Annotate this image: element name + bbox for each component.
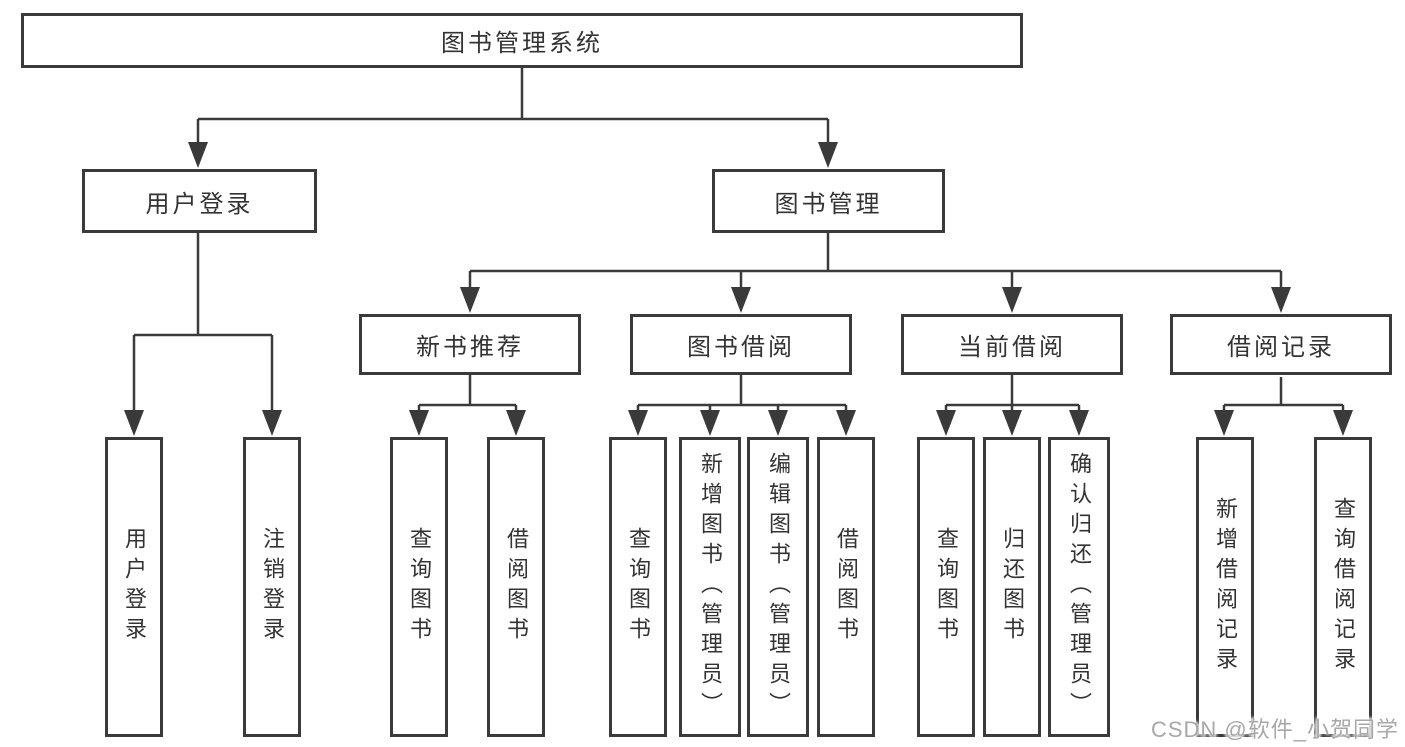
leaf-label: 查询图书 [934,527,959,647]
node-label: 图书管理系统 [441,30,603,57]
connector-user-login-to-leaves [132,233,274,414]
leaf-query-books-current: 查询图书 [917,437,975,737]
node-new-book-recommendation: 新书推荐 [359,314,581,375]
node-label: 图书借阅 [687,334,795,361]
leaf-label: 新增借阅记录 [1213,497,1238,677]
leaf-label: 注销登录 [260,527,285,647]
connector-borrow-to-leaves [636,375,848,416]
leaf-add-borrow-record: 新增借阅记录 [1196,437,1254,737]
node-label: 新书推荐 [416,334,524,361]
leaf-label: 借阅图书 [504,527,529,647]
leaf-query-borrow-record: 查询借阅记录 [1314,437,1372,737]
node-user-login: 用户登录 [82,169,317,233]
node-label: 借阅记录 [1227,334,1335,361]
connector-current-to-leaves [944,375,1081,416]
leaf-user-login: 用户登录 [105,437,163,737]
connector-root-to-level2 [196,68,830,147]
arrowheads [124,142,1353,436]
leaf-label: 归还图书 [1000,527,1025,647]
leaf-label: 确认归还（管理员） [1067,452,1092,722]
connector-records-to-leaves [1222,377,1345,416]
leaf-label: 新增图书（管理员） [698,452,723,722]
leaf-add-books-admin: 新增图书（管理员） [679,437,741,737]
node-label: 用户登录 [145,190,254,218]
leaf-query-books-borrow: 查询图书 [609,437,667,737]
leaf-label: 借阅图书 [834,527,859,647]
leaf-query-books-recommend: 查询图书 [390,437,448,737]
leaf-confirm-return-admin: 确认归还（管理员） [1048,437,1110,737]
leaf-borrow-books: 借阅图书 [817,437,875,737]
leaf-return-books: 归还图书 [983,437,1041,737]
leaf-label: 查询借阅记录 [1331,497,1356,677]
leaf-label: 查询图书 [407,527,432,647]
connector-book-mgmt-to-level3 [468,233,1283,292]
csdn-watermark: CSDN @软件_小贺同学 [1150,717,1399,742]
node-borrowing-records: 借阅记录 [1170,314,1392,375]
leaf-logout: 注销登录 [243,437,301,737]
node-current-borrowing: 当前借阅 [901,314,1123,375]
leaf-borrow-books-recommend: 借阅图书 [487,437,545,737]
node-label: 图书管理 [774,190,883,218]
leaf-label: 编辑图书（管理员） [766,452,791,722]
node-label: 当前借阅 [958,334,1066,361]
node-library-management-system: 图书管理系统 [21,13,1023,68]
node-book-management: 图书管理 [712,169,945,233]
leaf-label: 查询图书 [626,527,651,647]
leaf-label: 用户登录 [122,527,147,647]
connector-new-book-to-leaves [417,375,518,416]
leaf-edit-books-admin: 编辑图书（管理员） [747,437,809,737]
node-book-borrowing: 图书借阅 [630,314,852,375]
